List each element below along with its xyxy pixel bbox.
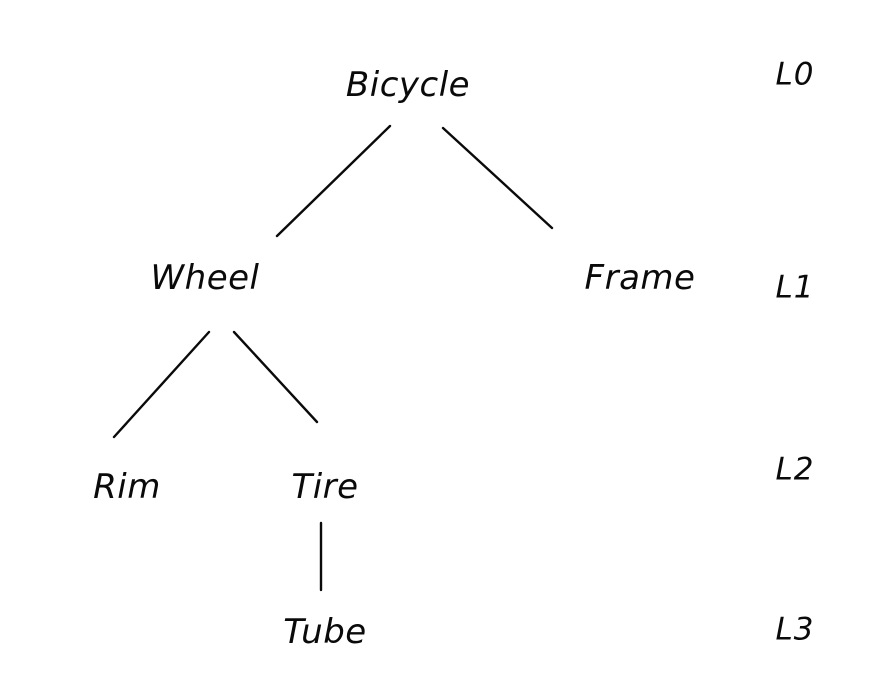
edge-wheel-to-tire [232,330,319,424]
edge-wheel-to-rim [112,330,211,439]
node-tire[interactable]: Tire [291,467,359,507]
level-label-l0: L0 [775,56,815,93]
node-bicycle[interactable]: Bicycle [345,65,471,105]
level-label-l3: L3 [775,611,815,648]
level-label-l1: L1 [775,269,815,306]
edge-bicycle-to-frame [441,126,554,230]
node-frame[interactable]: Frame [584,258,696,298]
node-wheel[interactable]: Wheel [150,258,260,298]
edge-bicycle-to-wheel [275,124,392,238]
level-label-l2: L2 [775,451,815,488]
node-rim[interactable]: Rim [93,467,161,507]
node-tube[interactable]: Tube [283,612,367,652]
